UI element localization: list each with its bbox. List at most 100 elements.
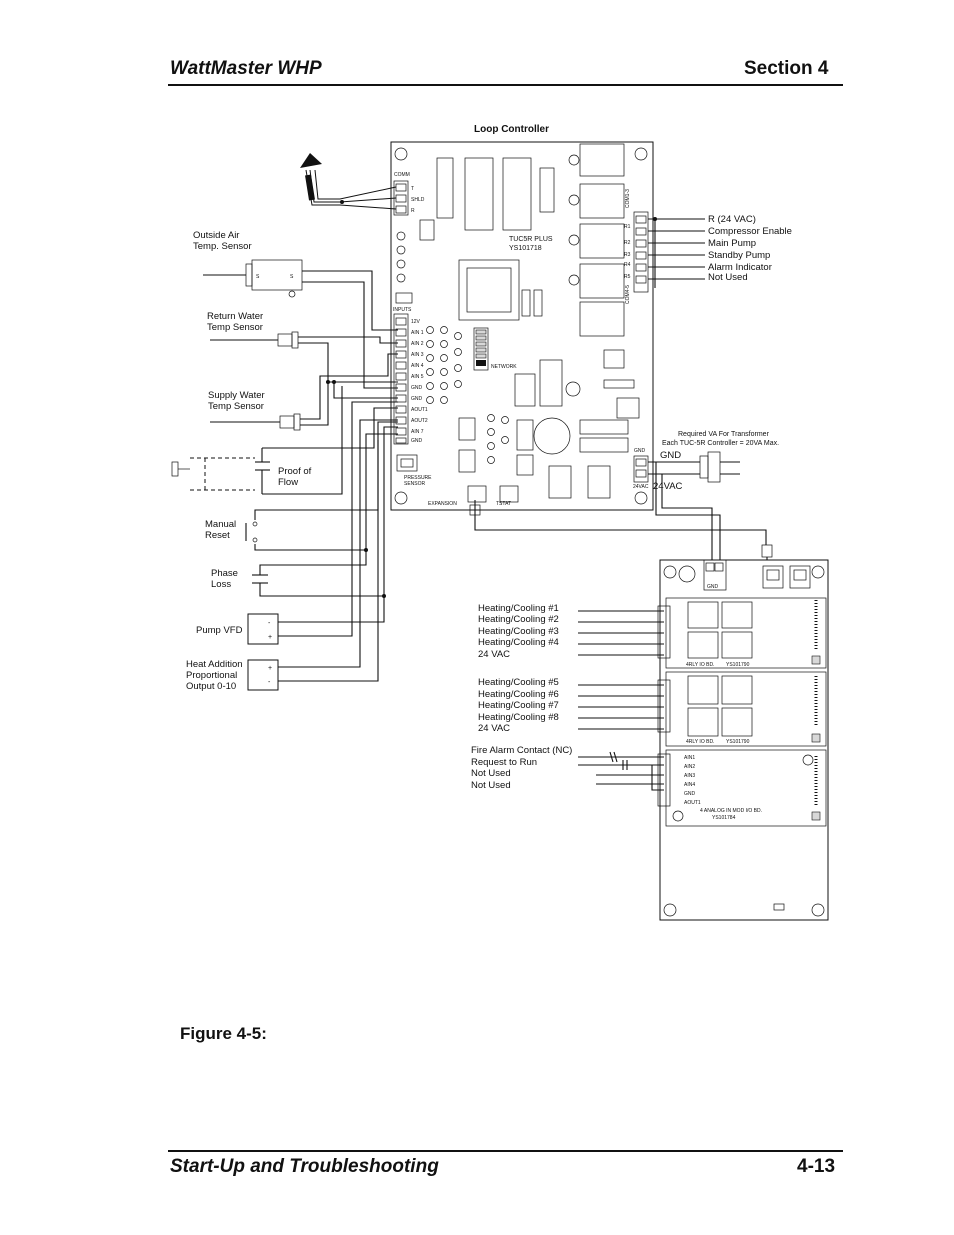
svg-text:-: - [268, 679, 271, 686]
svg-text:GND: GND [634, 448, 646, 454]
svg-text:AIN2: AIN2 [684, 764, 695, 770]
relay-output-label: Not Used [708, 272, 748, 283]
input-resistors [426, 326, 509, 464]
ic-chips [419, 157, 640, 499]
analog-input-label: Fire Alarm Contact (NC) [471, 745, 572, 756]
relay-output-label: Standby Pump [708, 250, 770, 261]
board-label: TUC5R PLUS [509, 236, 553, 243]
manual-reset-switch [245, 421, 398, 552]
board-part: YS101718 [509, 245, 542, 252]
proof-of-flow-label: Flow [278, 477, 298, 488]
outside-air-label: Temp. Sensor [193, 241, 252, 252]
svg-text:R1: R1 [624, 224, 631, 230]
svg-text:AIN 5: AIN 5 [411, 374, 424, 380]
svg-text:R3: R3 [624, 252, 631, 258]
power-terminal: GND 24VAC [633, 448, 649, 490]
supply-water-label: Temp Sensor [208, 401, 264, 412]
phase-loss-label: Loss [211, 579, 231, 590]
proof-of-flow-switch [171, 386, 398, 495]
diagram-title: Loop Controller [474, 124, 549, 135]
svg-text:COMM: COMM [394, 172, 410, 178]
rb2-output: Heating/Cooling #5 [478, 677, 559, 688]
mount-hole [394, 491, 408, 505]
heat-addition-label: Heat Addition [186, 659, 243, 670]
heat-addition-box: + - [247, 419, 398, 691]
relay-output-label: Compressor Enable [708, 226, 792, 237]
relay-output-label: R (24 VAC) [708, 214, 756, 225]
svg-text:AIN 4: AIN 4 [411, 363, 424, 369]
svg-text:R5: R5 [624, 274, 631, 280]
svg-text:S: S [290, 274, 294, 280]
analog-input-wiring [578, 751, 664, 791]
rb1-output: Heating/Cooling #1 [478, 603, 559, 614]
svg-text:AIN1: AIN1 [684, 755, 695, 761]
svg-text:GND: GND [707, 584, 719, 590]
onboard-relays [568, 143, 625, 337]
mount-hole [811, 565, 825, 579]
relay-board-1-wiring [578, 610, 664, 656]
proof-of-flow-label: Proof of [278, 466, 312, 477]
svg-text:AOUT1: AOUT1 [684, 800, 701, 806]
transformer-note: Required VA For Transformer [678, 431, 770, 438]
supply-water-label: Supply Water [208, 390, 265, 401]
phase-loss-contact [252, 433, 398, 598]
rb1-output: Heating/Cooling #4 [478, 637, 559, 648]
svg-text:PRESSURE: PRESSURE [404, 475, 432, 481]
svg-text:24VAC: 24VAC [633, 484, 649, 490]
svg-text:NETWORK: NETWORK [491, 364, 517, 370]
expansion-port: EXPANSION [428, 485, 487, 507]
svg-text:R: R [411, 208, 415, 214]
pump-vfd-label: Pump VFD [196, 625, 243, 636]
svg-text:SHLD: SHLD [411, 197, 425, 203]
svg-text:+: + [268, 665, 272, 672]
transformer-note: Each TUC-5R Controller = 20VA Max. [662, 440, 779, 447]
heat-addition-label: Output 0-10 [186, 681, 236, 692]
return-water-sensor [210, 331, 398, 384]
supply-water-sensor [210, 353, 398, 431]
transformer [648, 451, 740, 560]
svg-text:-: - [268, 620, 271, 627]
svg-text:+: + [268, 634, 272, 641]
svg-text:GND: GND [411, 438, 423, 444]
svg-text:R2: R2 [624, 240, 631, 246]
mount-hole [663, 903, 677, 917]
svg-text:GND: GND [684, 791, 696, 797]
connector [773, 903, 785, 911]
analog-input-board: AIN1 AIN2 AIN3 AIN4 GND AOUT1 4 ANALOG I… [657, 749, 827, 827]
mount-hole [394, 147, 408, 161]
footer-rule [168, 1150, 843, 1152]
relay-board-2: 4RLY IO BD. YS101790 [657, 671, 827, 747]
svg-text:AIN3: AIN3 [684, 773, 695, 779]
phase-loss-label: Phase [211, 568, 238, 579]
outside-air-sensor: S S [203, 259, 398, 389]
pressure-sensor-port: PRESSURE SENSOR [396, 454, 432, 487]
return-water-label: Temp Sensor [207, 322, 263, 333]
svg-text:R4: R4 [624, 262, 631, 268]
rb2-output: Heating/Cooling #7 [478, 700, 559, 711]
dip-switch: NETWORK [473, 327, 517, 371]
vac-label: 24VAC [653, 481, 683, 492]
outside-air-label: Outside Air [193, 230, 239, 241]
svg-text:T: T [411, 186, 414, 192]
manual-reset-label: Reset [205, 530, 230, 541]
svg-text:INPUTS: INPUTS [393, 307, 412, 313]
rb1-output: Heating/Cooling #3 [478, 626, 559, 637]
tstat-port: TSTAT [496, 485, 519, 507]
svg-text:4RLY IO BD.: 4RLY IO BD. [686, 662, 714, 668]
mount-hole [663, 565, 677, 579]
comm-cable [300, 153, 397, 210]
mount-hole [634, 147, 648, 161]
relay-output-wiring [648, 217, 705, 288]
relay-output-label: Main Pump [708, 238, 756, 249]
pump-vfd-box: - + [247, 401, 398, 645]
svg-text:AIN 2: AIN 2 [411, 341, 424, 347]
svg-text:GND: GND [411, 385, 423, 391]
expansion-jacks [762, 565, 811, 589]
svg-text:EXPANSION: EXPANSION [428, 501, 457, 507]
svg-text:AOUT2: AOUT2 [411, 418, 428, 424]
relay-board-2-wiring [578, 684, 664, 730]
rb1-output: Heating/Cooling #2 [478, 614, 559, 625]
svg-text:COM4-5: COM4-5 [625, 285, 631, 304]
svg-text:AOUT1: AOUT1 [411, 407, 428, 413]
